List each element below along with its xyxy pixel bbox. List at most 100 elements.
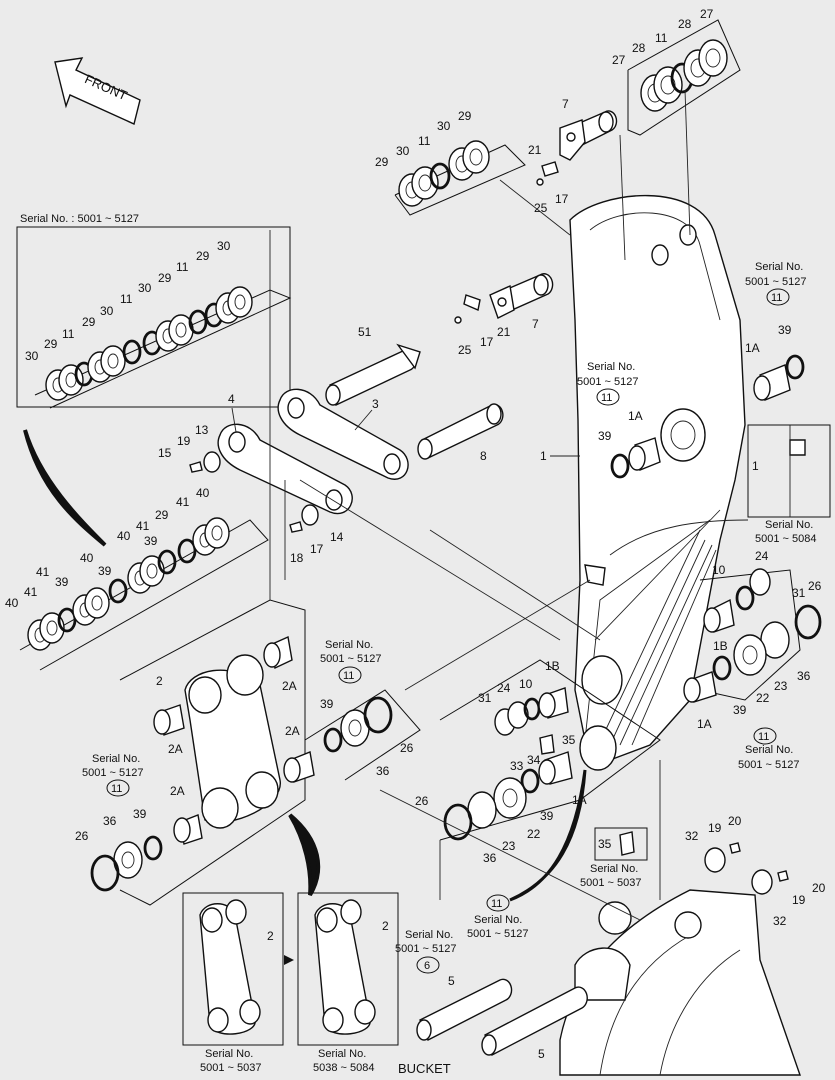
callout-1: 1 xyxy=(540,449,547,463)
callout-39: 39 xyxy=(540,809,554,823)
callout-2A: 2A xyxy=(168,742,183,756)
swoosh-arrow-center xyxy=(509,769,587,902)
callout-35: 35 xyxy=(562,733,576,747)
seal-stack-top-mid: 29 30 11 30 29 xyxy=(375,109,526,216)
callout-29: 29 xyxy=(458,109,472,123)
serial-range: 5001 ~ 5127 xyxy=(320,653,381,665)
callout-40: 40 xyxy=(196,486,210,500)
circled-11: 11 xyxy=(771,292,782,304)
callout-17: 17 xyxy=(480,335,494,349)
serial-range: 5001 ~ 5037 xyxy=(580,877,641,889)
callout-27: 27 xyxy=(700,7,714,21)
serial-label: Serial No. xyxy=(587,361,635,373)
callout-1A: 1A xyxy=(697,717,712,731)
callout-2: 2 xyxy=(156,674,163,688)
callout-18: 18 xyxy=(290,551,304,565)
front-arrow: FRONT xyxy=(54,57,141,125)
serial-range: 5038 ~ 5084 xyxy=(313,1062,374,1074)
mid-bushing-seal-group: Serial No. 5001 ~ 5127 11 39 26 36 xyxy=(304,639,421,781)
serial-range: 5001 ~ 5127 xyxy=(738,759,799,771)
callout-2A: 2A xyxy=(282,679,297,693)
callout-29: 29 xyxy=(44,337,58,351)
bucket-washer-group: 32 19 20 19 20 32 xyxy=(685,814,826,928)
callout-36: 36 xyxy=(797,669,811,683)
serial-range: 5001 ~ 5127 xyxy=(82,767,143,779)
seal-stack-top-right: 27 28 11 28 27 xyxy=(612,7,741,136)
pin-8: 8 xyxy=(417,403,504,463)
callout-7: 7 xyxy=(532,317,539,331)
serial-range: 5001 ~ 5127 xyxy=(745,276,806,288)
pin-51: 51 xyxy=(325,325,421,406)
callout-39: 39 xyxy=(733,703,747,717)
serial-label: Serial No. xyxy=(745,744,793,756)
callout-23: 23 xyxy=(774,679,788,693)
callout-11: 11 xyxy=(62,327,75,341)
callout-30: 30 xyxy=(217,239,231,253)
serial-range: 5001 ~ 5037 xyxy=(200,1062,261,1074)
swoosh-arrow-left xyxy=(23,429,107,547)
serial-label: Serial No. xyxy=(405,929,453,941)
callout-41: 41 xyxy=(136,519,150,533)
callout-28: 28 xyxy=(632,41,646,55)
callout-39: 39 xyxy=(320,697,334,711)
callout-41: 41 xyxy=(24,585,38,599)
callout-1: 1 xyxy=(752,459,759,473)
callout-36: 36 xyxy=(376,764,390,778)
callout-8: 8 xyxy=(480,449,487,463)
left-bushing-seal-group: Serial No. 5001 ~ 5127 11 39 36 26 xyxy=(75,753,163,892)
callout-19: 19 xyxy=(708,821,722,835)
callout-29: 29 xyxy=(196,249,210,263)
callout-19: 19 xyxy=(177,434,191,448)
callout-24: 24 xyxy=(497,681,511,695)
circled-6: 6 xyxy=(424,960,430,972)
callout-2A: 2A xyxy=(170,784,185,798)
swoosh-arrow-bottom xyxy=(288,813,321,897)
serial-label: Serial No. xyxy=(765,519,813,531)
arrow-right-icon xyxy=(284,955,294,965)
callout-23: 23 xyxy=(502,839,516,853)
callout-15: 15 xyxy=(158,446,172,460)
callout-2: 2 xyxy=(267,929,274,943)
callout-4: 4 xyxy=(228,392,235,406)
callout-39: 39 xyxy=(144,534,158,548)
callout-30: 30 xyxy=(138,281,152,295)
callout-17: 17 xyxy=(310,542,324,556)
bushing-1A-right: Serial No. 5001 ~ 5127 11 39 1A xyxy=(745,261,806,401)
callout-11: 11 xyxy=(120,292,133,306)
callout-10: 10 xyxy=(712,563,726,577)
callout-1B: 1B xyxy=(545,659,560,673)
callout-32: 32 xyxy=(685,829,699,843)
callout-1A: 1A xyxy=(745,341,760,355)
pin-5-b: 5 xyxy=(481,986,588,1061)
callout-3: 3 xyxy=(372,397,379,411)
callout-39: 39 xyxy=(98,564,112,578)
callout-1A: 1A xyxy=(628,409,643,423)
callout-14: 14 xyxy=(330,530,344,544)
callout-26: 26 xyxy=(400,741,414,755)
seal-rings xyxy=(45,286,253,401)
link-3: 3 xyxy=(277,388,409,480)
callout-36: 36 xyxy=(483,851,497,865)
callout-13: 13 xyxy=(195,423,209,437)
callout-20: 20 xyxy=(728,814,742,828)
serial-note-center: 11 Serial No. 5001 ~ 5127 xyxy=(467,769,587,940)
detail-box-link-2-early: 2 Serial No. 5001 ~ 5037 xyxy=(182,892,284,1074)
serial-range: 5001 ~ 5084 xyxy=(755,533,816,545)
callout-20: 20 xyxy=(812,881,826,895)
callout-10: 10 xyxy=(519,677,533,691)
callout-22: 22 xyxy=(756,691,770,705)
detail-box-arm-bracket: 1 Serial No. 5001 ~ 5084 xyxy=(609,424,831,556)
callout-28: 28 xyxy=(678,17,692,31)
pin-7-upper: 7 21 17 25 xyxy=(528,97,618,215)
right-bushing-group: 24 10 31 26 1B 36 23 22 39 1A 11 Serial … xyxy=(683,549,822,771)
callout-34: 34 xyxy=(527,753,541,767)
callout-17: 17 xyxy=(555,192,569,206)
callout-33: 33 xyxy=(510,759,524,773)
callout-19: 19 xyxy=(792,893,806,907)
callout-29: 29 xyxy=(82,315,96,329)
callout-11: 11 xyxy=(176,260,189,274)
callout-1B: 1B xyxy=(713,639,728,653)
callout-29: 29 xyxy=(375,155,389,169)
callout-5: 5 xyxy=(538,1047,545,1061)
bucket-label: BUCKET xyxy=(398,1061,451,1076)
